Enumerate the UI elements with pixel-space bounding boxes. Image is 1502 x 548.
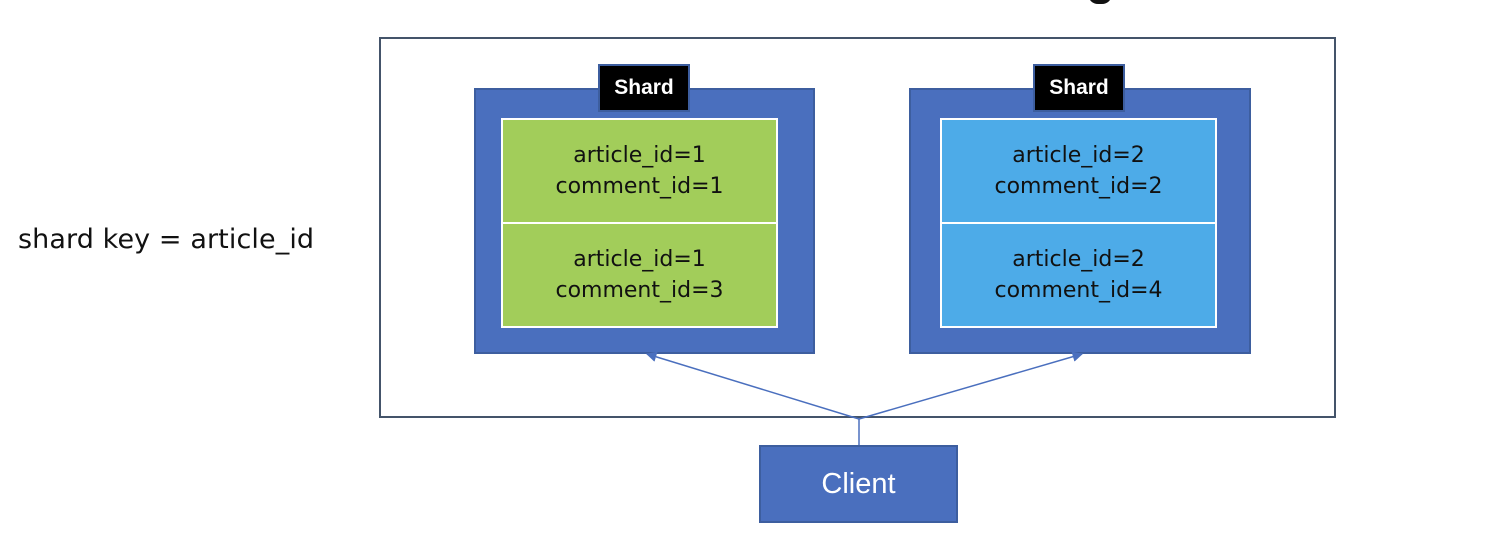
record-comment-id: comment_id=1 bbox=[555, 174, 724, 199]
shard-2-record-2: article_id=2 comment_id=4 bbox=[940, 222, 1217, 328]
record-article-id: article_id=1 bbox=[573, 143, 706, 168]
record-article-id: article_id=2 bbox=[1012, 247, 1145, 272]
client-box: Client bbox=[759, 445, 958, 523]
shard-key-label: shard key = article_id bbox=[18, 224, 315, 255]
record-article-id: article_id=2 bbox=[1012, 143, 1145, 168]
shard-2-record-1: article_id=2 comment_id=2 bbox=[940, 118, 1217, 224]
record-comment-id: comment_id=4 bbox=[994, 278, 1163, 303]
shard-tag-2: Shard bbox=[1033, 64, 1125, 112]
record-comment-id: comment_id=3 bbox=[555, 278, 724, 303]
shard-1-record-1: article_id=1 comment_id=1 bbox=[501, 118, 778, 224]
shard-1-record-2: article_id=1 comment_id=3 bbox=[501, 222, 778, 328]
shard-tag-1: Shard bbox=[598, 64, 690, 112]
record-comment-id: comment_id=2 bbox=[994, 174, 1163, 199]
title-fragment bbox=[1088, 0, 1112, 4]
record-article-id: article_id=1 bbox=[573, 247, 706, 272]
